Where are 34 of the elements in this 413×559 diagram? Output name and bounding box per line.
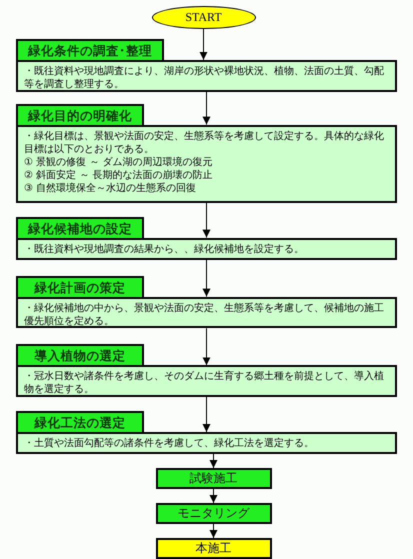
arrow xyxy=(202,259,210,298)
description-text: ・冠水日数や諸条件を考慮し、そのダムに生育する郷土種を前提として、導入植物を選定する。 xyxy=(24,370,385,396)
arrow xyxy=(202,328,210,366)
step-heading: 緑化工法の選定 xyxy=(16,410,144,432)
step-heading: 導入植物の選定 xyxy=(16,344,144,366)
description-box xyxy=(16,60,397,92)
description-box xyxy=(16,296,397,328)
description-text: ・土質や法面勾配等の諸条件を考慮して、緑化工法を選定する。 xyxy=(24,436,315,450)
arrow xyxy=(202,202,210,238)
arrow xyxy=(210,523,218,538)
description-text: ・緑化候補地の中から、景観や法面の安定、生態系等を考慮して、候補地の施工優先順位を定める。 xyxy=(24,302,385,328)
step-heading: 緑化候補地の設定 xyxy=(16,216,144,238)
step-heading: 緑化条件の調査･整理 xyxy=(16,38,164,60)
arrow xyxy=(210,488,218,504)
process-box: 本施工 xyxy=(156,538,272,559)
arrow xyxy=(202,396,210,432)
arrow xyxy=(202,91,210,126)
step-heading: 緑化計画の策定 xyxy=(16,276,144,297)
description-box xyxy=(16,124,397,203)
arrow xyxy=(200,28,208,60)
description-text: ・既往資料や現地調査により、湖岸の形状や裸地状況、植物、法面の土質、勾配等を調査し整理する。 xyxy=(24,64,385,91)
description-box xyxy=(16,432,397,454)
list-item: ③ 自然環境保全～水辺の生態系の回復 xyxy=(24,182,198,195)
description-text: ・既往資料や現地調査の結果から、、緑化候補地を設定する。 xyxy=(24,242,305,256)
process-box: 試験施工 xyxy=(156,468,272,489)
description-box xyxy=(16,365,397,397)
step-heading: 緑化目的の明確化 xyxy=(16,104,144,125)
list-item: ① 景観の修復 ～ ダム湖の周辺環境の復元 xyxy=(24,156,214,169)
description-box xyxy=(16,238,397,260)
description-text: ・緑化目標は、景観や法面の安定、生態系等を考慮して設定する。具体的な緑化目標は以下のとおりである。 xyxy=(24,130,385,156)
list-item: ② 斜面安定 ～ 長期的な法面の崩壊の防止 xyxy=(24,168,214,182)
arrow xyxy=(210,453,218,468)
start-terminal: START xyxy=(152,6,256,29)
process-box: モニタリング xyxy=(156,502,272,524)
